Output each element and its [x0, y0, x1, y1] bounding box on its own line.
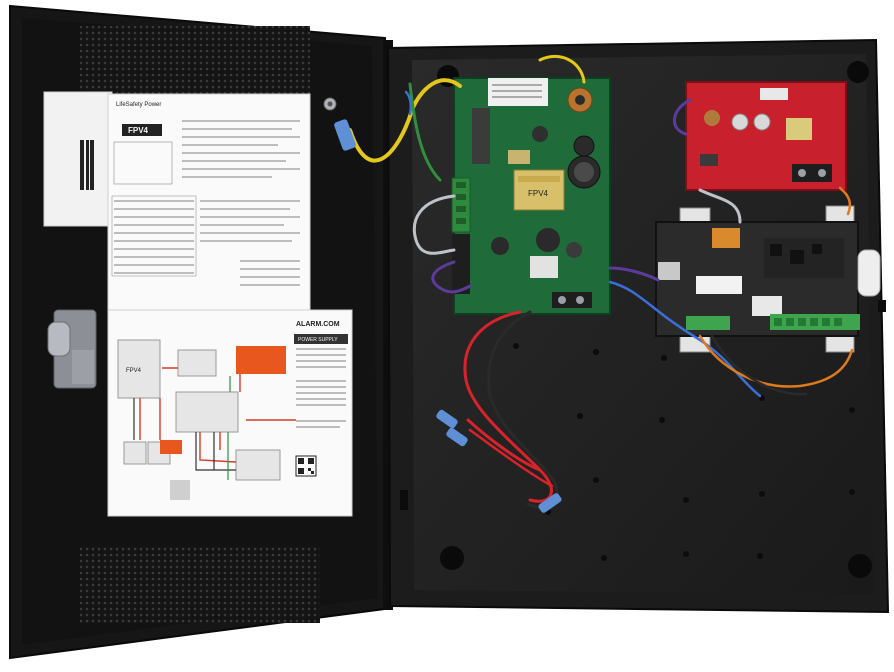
ground-lug-icon	[323, 97, 337, 111]
controller-module	[655, 205, 860, 353]
spade-connectors	[334, 119, 562, 513]
sheet-model-label: FPV4	[128, 126, 149, 135]
door-latch-icon[interactable]	[47, 309, 97, 389]
alarm-brand-label: ALARM.COM	[296, 321, 340, 328]
power-supply-title: POWER SUPPLY	[298, 337, 338, 343]
qr-code-icon	[295, 455, 317, 477]
tamper-switch[interactable]	[857, 249, 881, 297]
dc-converter-board	[685, 81, 847, 191]
instruction-sheet-top: LifeSafety Power FPV4	[107, 93, 311, 311]
diagram-model-label: FPV4	[126, 368, 142, 374]
wiring	[348, 54, 854, 509]
board-model-label: FPV4	[528, 189, 549, 198]
door-vent-top	[80, 26, 310, 96]
main-power-board: FPV4	[451, 77, 611, 315]
brand-label: LifeSafety Power	[116, 102, 161, 108]
door-side-label	[43, 91, 113, 227]
door-vent-bottom	[80, 545, 320, 623]
instruction-sheet-bottom: FPV4 ALARM.COM POWER SUPPLY	[107, 309, 353, 517]
